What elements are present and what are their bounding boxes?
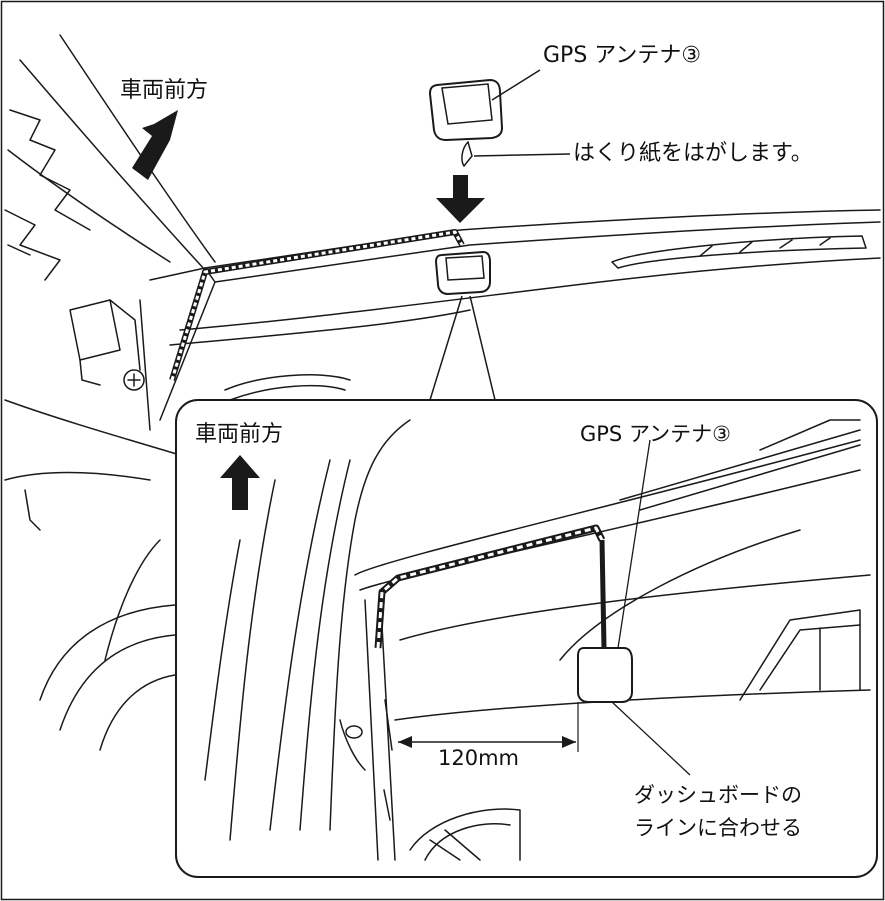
gps-antenna-installed [434, 250, 491, 296]
main-gps-label: GPS アンテナ③ [543, 43, 702, 68]
distance-label: 120mm [438, 746, 519, 770]
align-label-line1: ダッシュボードの [634, 783, 802, 807]
down-arrow-icon [436, 175, 485, 223]
main-forward-label: 車両前方 [120, 78, 209, 103]
main-cable-route [169, 229, 465, 381]
detail-forward-arrow-icon [220, 455, 260, 510]
align-label-line2: ラインに合わせる [634, 816, 802, 840]
detail-gps-label: GPS アンテナ③ [580, 422, 731, 446]
main-car-interior [4, 34, 881, 751]
forward-arrow-icon [132, 110, 178, 180]
gps-antenna-part [428, 69, 571, 168]
detail-view [175, 399, 878, 878]
detail-forward-label: 車両前方 [195, 422, 284, 447]
main-peel-label: はくり紙をはがします。 [573, 141, 813, 166]
